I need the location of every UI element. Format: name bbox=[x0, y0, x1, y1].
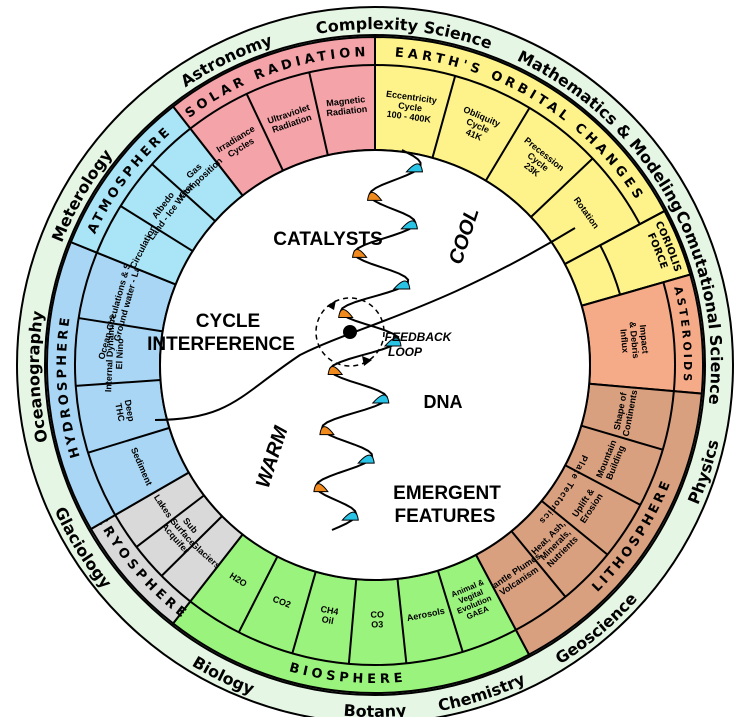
cool-peak bbox=[383, 337, 402, 347]
warm-peak bbox=[366, 191, 383, 201]
cool-peak bbox=[371, 394, 390, 404]
emergent-features-line2: FEATURES bbox=[395, 506, 496, 527]
sphere-cell: Internal DynamicsEl Nino bbox=[103, 314, 126, 392]
sphere-cell: DeepTHC bbox=[113, 399, 137, 425]
warm-peak bbox=[327, 366, 344, 375]
sphere-ring: SOLAR RADIATIONIrradianceCyclesUltraviol… bbox=[46, 35, 704, 694]
cycle-interference-line1: CYCLE bbox=[196, 311, 260, 332]
interference-line-a bbox=[154, 227, 576, 421]
emergent-features-line1: EMERGENT bbox=[393, 483, 501, 504]
cool-peak bbox=[341, 511, 359, 521]
cool-peak bbox=[357, 454, 375, 464]
feedback-arrow-top bbox=[327, 300, 336, 310]
dna-label: DNA bbox=[424, 392, 463, 412]
cool-peak bbox=[405, 163, 424, 173]
cool-peak bbox=[392, 280, 411, 290]
warm-peak bbox=[338, 309, 354, 318]
warm-peak bbox=[313, 483, 329, 493]
catalysts-label: CATALYSTS bbox=[273, 229, 382, 250]
feedback-arrow-bottom bbox=[362, 356, 372, 366]
discipline-botany: Botany bbox=[343, 701, 408, 717]
warm-peak bbox=[319, 426, 335, 436]
sphere-cell: CH4Oil bbox=[318, 604, 339, 627]
inner-disc bbox=[159, 149, 591, 581]
cool-peak bbox=[400, 220, 418, 230]
feedback-node bbox=[343, 325, 357, 339]
cycle-interference-line2: INTERFERENCE bbox=[147, 334, 295, 355]
feedback-label-line1: FEEDBACK bbox=[385, 330, 453, 344]
feedback-loop-circle bbox=[315, 297, 385, 367]
sphere-cell: MagneticRadiation bbox=[325, 94, 368, 118]
disciplines-ring-inner-border bbox=[44, 34, 706, 696]
feedback-label-line2: LOOP bbox=[388, 345, 423, 359]
sphere-cell: Impact& DebrisInflux bbox=[618, 320, 651, 360]
warm-peak bbox=[352, 248, 368, 258]
cycle-waveform bbox=[154, 149, 576, 531]
